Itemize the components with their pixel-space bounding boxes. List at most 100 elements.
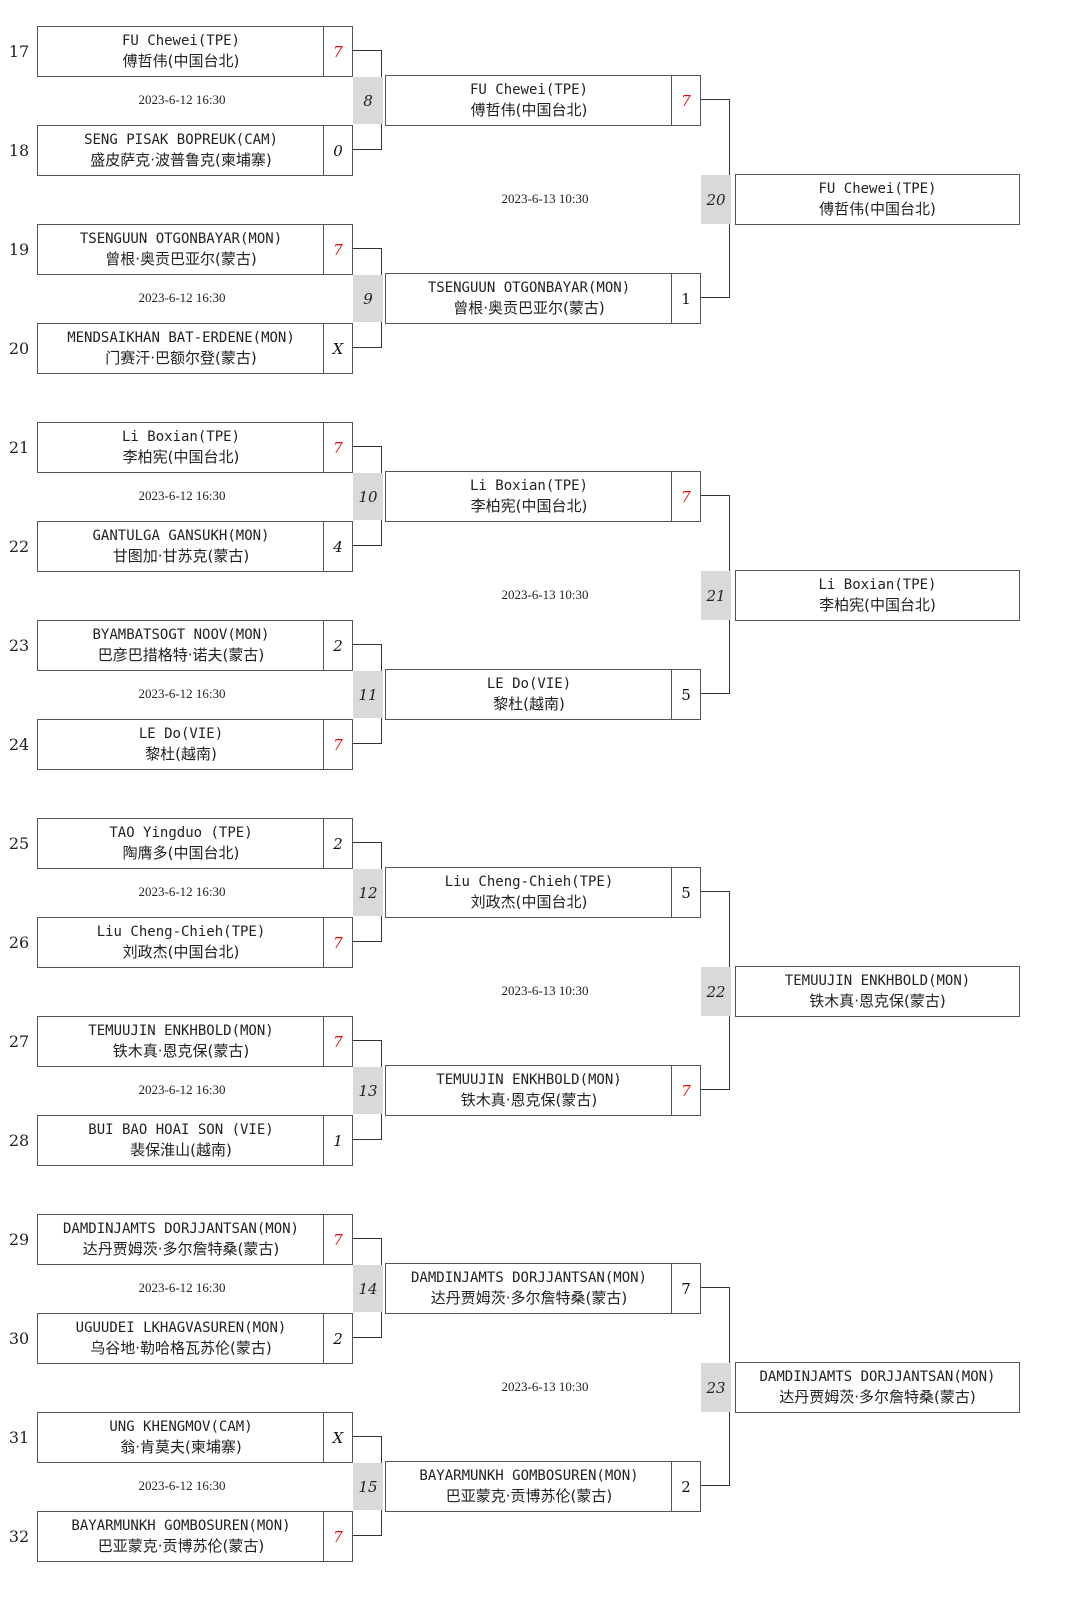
score-cell: X: [323, 1413, 352, 1462]
player-names: UGUUDEI LKHAGVASUREN(MON)乌谷地·勒哈格瓦苏伦(蒙古): [38, 1314, 324, 1363]
score-cell: 5: [671, 868, 700, 917]
player-box: LE Do(VIE)黎杜(越南)7: [37, 719, 353, 770]
player-name-en: BAYARMUNKH GOMBOSUREN(MON): [419, 1468, 639, 1484]
bracket-line: [353, 842, 381, 843]
seed-number: 20: [8, 339, 30, 358]
player-name-cn: 达丹贾姆茨·多尔詹特桑(蒙古): [430, 1289, 628, 1307]
player-box: MENDSAIKHAN BAT-ERDENE(MON)门赛汗·巴额尔登(蒙古)X: [37, 323, 353, 374]
match-number: 14: [353, 1265, 383, 1312]
score-cell: 2: [323, 819, 352, 868]
player-names: Li Boxian(TPE)李柏宪(中国台北): [386, 472, 672, 521]
player-name-en: BUI BAO HOAI SON (VIE): [88, 1122, 274, 1138]
seed-number: 21: [8, 438, 30, 457]
player-name-cn: 李柏宪(中国台北): [122, 448, 240, 466]
player-box: Li Boxian(TPE)李柏宪(中国台北): [735, 570, 1020, 621]
player-name-cn: 曾根·奥贡巴亚尔(蒙古): [453, 299, 605, 317]
player-names: FU Chewei(TPE)傅哲伟(中国台北): [736, 175, 1019, 224]
match-number: 13: [353, 1067, 383, 1114]
player-box: Liu Cheng-Chieh(TPE) 刘政杰(中国台北) 5: [385, 867, 701, 918]
player-name-en: Li Boxian(TPE): [818, 577, 937, 593]
player-names: TSENGUUN OTGONBAYAR(MON) 曾根·奥贡巴亚尔(蒙古): [38, 225, 324, 274]
score-cell: 7: [323, 27, 352, 76]
match-number: 20: [701, 175, 731, 224]
score-cell: 0: [323, 126, 352, 175]
player-name-cn: 傅哲伟(中国台北): [122, 52, 240, 70]
player-names: BAYARMUNKH GOMBOSUREN(MON)巴亚蒙克·贡博苏伦(蒙古): [38, 1512, 324, 1561]
player-names: DAMDINJAMTS DORJJANTSAN(MON) 达丹贾姆茨·多尔詹特桑(…: [386, 1264, 672, 1313]
player-name-cn: 李柏宪(中国台北): [470, 497, 588, 515]
player-names: Li Boxian(TPE)李柏宪(中国台北): [38, 423, 324, 472]
bracket-line: [353, 50, 381, 51]
player-name-en: TEMUUJIN ENKHBOLD(MON): [436, 1072, 622, 1088]
player-name-en: Liu Cheng-Chieh(TPE): [444, 874, 614, 890]
match-number: 15: [353, 1463, 383, 1510]
player-names: TAO Yingduo (TPE) 陶膺多(中国台北): [38, 819, 324, 868]
player-box: TEMUUJIN ENKHBOLD(MON)铁木真·恩克保(蒙古)7: [385, 1065, 701, 1116]
score-cell: 2: [323, 621, 352, 670]
match-number: 11: [353, 671, 383, 718]
seed-number: 28: [8, 1131, 30, 1150]
player-name-en: UGUUDEI LKHAGVASUREN(MON): [75, 1320, 287, 1336]
player-name-cn: 达丹贾姆茨·多尔詹特桑(蒙古): [779, 1388, 976, 1406]
player-names: FU Chewei(TPE)傅哲伟(中国台北): [38, 27, 324, 76]
player-names: Liu Cheng-Chieh(TPE) 刘政杰(中国台北): [386, 868, 672, 917]
bracket-line: [353, 149, 381, 150]
score-cell: 7: [323, 423, 352, 472]
player-box: FU Chewei(TPE)傅哲伟(中国台北)7: [385, 75, 701, 126]
player-name-en: TSENGUUN OTGONBAYAR(MON): [79, 231, 283, 247]
seed-number: 31: [8, 1428, 30, 1447]
match-number: 10: [353, 473, 383, 520]
match-date: 2023-6-13 10:30: [501, 983, 589, 998]
player-name-en: TAO Yingduo (TPE): [109, 825, 253, 841]
player-box: DAMDINJAMTS DORJJANTSAN(MON) 达丹贾姆茨·多尔詹特桑(…: [385, 1263, 701, 1314]
bracket-line: [701, 1485, 729, 1486]
player-names: LE Do(VIE)黎杜(越南): [38, 720, 324, 769]
player-name-en: TEMUUJIN ENKHBOLD(MON): [784, 973, 971, 989]
seed-number: 17: [8, 42, 30, 61]
score-cell: 7: [671, 472, 700, 521]
bracket-line: [701, 297, 729, 298]
score-cell: 7: [323, 1017, 352, 1066]
score-cell: 7: [671, 1066, 700, 1115]
bracket-line: [701, 1287, 729, 1288]
player-box: TSENGUUN OTGONBAYAR(MON)曾根·奥贡巴亚尔(蒙古)7: [37, 224, 353, 275]
bracket-line: [353, 743, 381, 744]
match-number: 12: [353, 869, 383, 916]
player-box: FU Chewei(TPE)傅哲伟(中国台北): [735, 174, 1020, 225]
match-date: 2023-6-12 16:30: [138, 1082, 226, 1097]
player-name-en: FU Chewei(TPE): [818, 181, 937, 197]
player-names: GANTULGA GANSUKH(MON)甘图加·甘苏克(蒙古): [38, 522, 324, 571]
match-number: 21: [701, 571, 731, 620]
match-date: 2023-6-12 16:30: [138, 884, 226, 899]
match-date: 2023-6-12 16:30: [138, 686, 226, 701]
player-names: MENDSAIKHAN BAT-ERDENE(MON)门赛汗·巴额尔登(蒙古): [38, 324, 324, 373]
match-number: 23: [701, 1363, 731, 1412]
bracket-line: [353, 545, 381, 546]
player-name-cn: 曾根·奥贡巴亚尔(蒙古): [105, 250, 257, 268]
match-date: 2023-6-13 10:30: [501, 1379, 589, 1394]
player-box: UGUUDEI LKHAGVASUREN(MON)乌谷地·勒哈格瓦苏伦(蒙古)2: [37, 1313, 353, 1364]
player-names: BAYARMUNKH GOMBOSUREN(MON)巴亚蒙克·贡博苏伦(蒙古): [386, 1462, 672, 1511]
score-cell: 4: [323, 522, 352, 571]
match-date: 2023-6-12 16:30: [138, 1280, 226, 1295]
match-number: 9: [353, 275, 383, 322]
score-cell: 7: [323, 1215, 352, 1264]
player-name-cn: 刘政杰(中国台北): [470, 893, 588, 911]
player-name-en: DAMDINJAMTS DORJJANTSAN(MON): [410, 1270, 647, 1286]
bracket-line: [701, 99, 729, 100]
player-names: BUI BAO HOAI SON (VIE)裴保淮山(越南): [38, 1116, 324, 1165]
player-name-cn: 陶膺多(中国台北): [122, 844, 240, 862]
player-name-en: GANTULGA GANSUKH(MON): [92, 528, 270, 544]
player-box: GANTULGA GANSUKH(MON)甘图加·甘苏克(蒙古)4: [37, 521, 353, 572]
player-box: BAYARMUNKH GOMBOSUREN(MON)巴亚蒙克·贡博苏伦(蒙古)7: [37, 1511, 353, 1562]
player-names: TEMUUJIN ENKHBOLD(MON)铁木真·恩克保(蒙古): [736, 967, 1019, 1016]
seed-number: 24: [8, 735, 30, 754]
player-box: TEMUUJIN ENKHBOLD(MON)铁木真·恩克保(蒙古)7: [37, 1016, 353, 1067]
score-cell: 2: [323, 1314, 352, 1363]
player-names: DAMDINJAMTS DORJJANTSAN(MON)达丹贾姆茨·多尔詹特桑(…: [736, 1363, 1019, 1412]
match-number: 8: [353, 77, 383, 124]
match-date: 2023-6-13 10:30: [501, 587, 589, 602]
bracket-line: [353, 1139, 381, 1140]
player-box: TEMUUJIN ENKHBOLD(MON)铁木真·恩克保(蒙古): [735, 966, 1020, 1017]
match-number: 22: [701, 967, 731, 1016]
